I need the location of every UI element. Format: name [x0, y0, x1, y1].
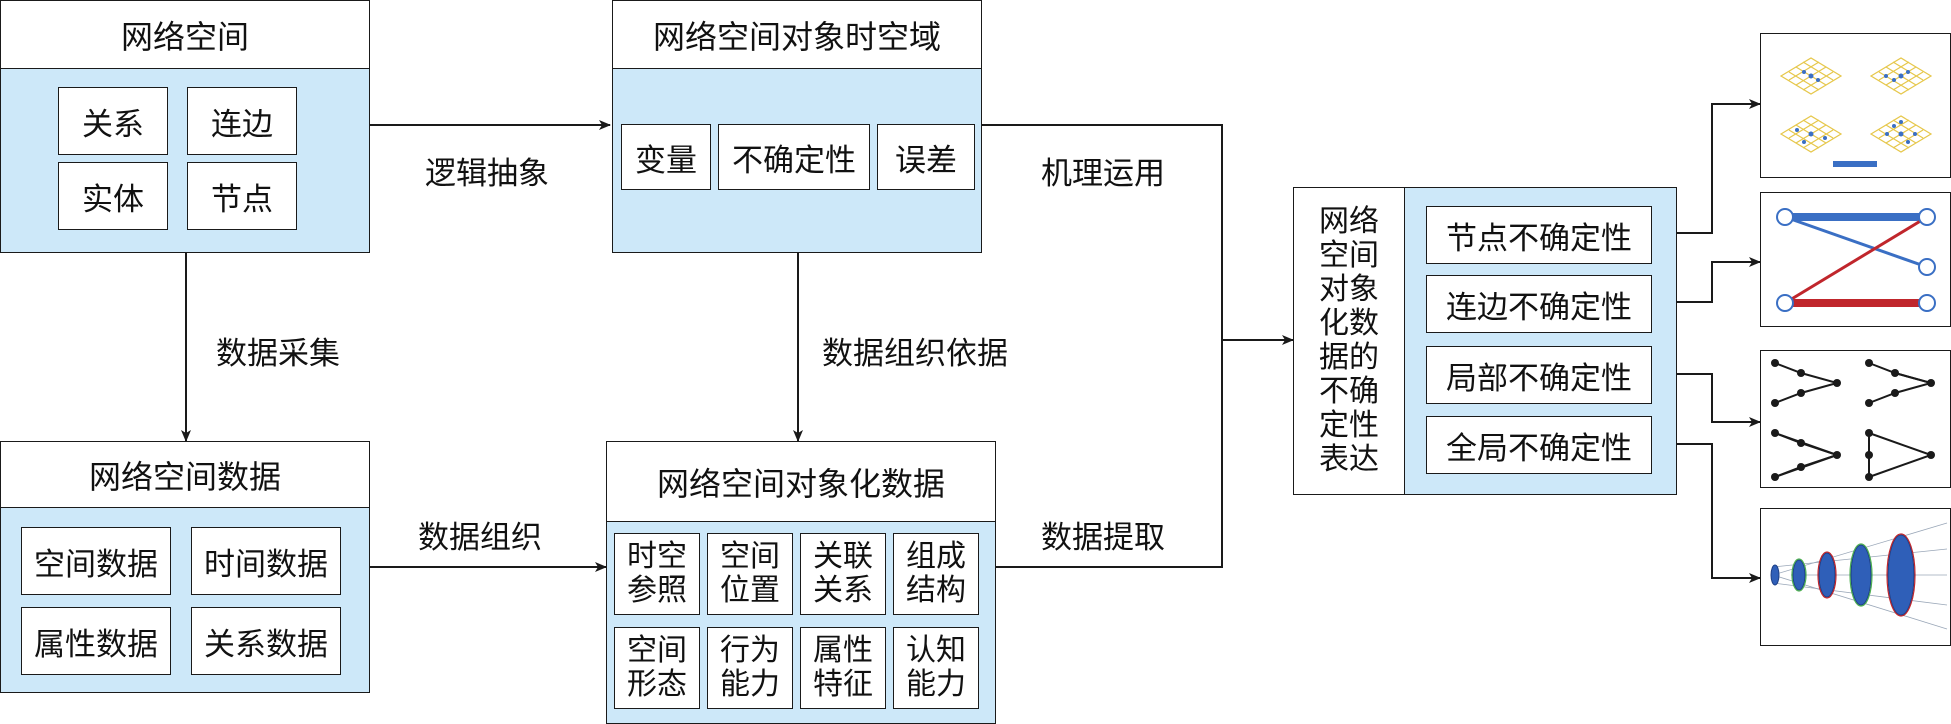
- local-uncertainty-illustration: [1760, 350, 1951, 488]
- layered-funnel-icon: [1770, 522, 1948, 630]
- cyberspace-item: 关系: [58, 87, 168, 155]
- data-item: 属性数据: [21, 607, 171, 675]
- link-uncertainty-illustration: [1760, 192, 1951, 327]
- edge-link-to-pic: [1650, 257, 1761, 303]
- spatiotemporal-domain-panel: 网络空间对象时空域 变量 不确定性 误差: [612, 0, 982, 253]
- uncertainty-title: 网络空间对象化数据的不确定性表达: [1293, 187, 1405, 495]
- objectified-item: 时空参照: [614, 533, 700, 615]
- edge-local-to-pic: [1650, 373, 1761, 427]
- edge-mechanism-application: [982, 124, 1223, 340]
- label-logical-abstraction: 逻辑抽象: [425, 156, 549, 192]
- domain-item: 误差: [877, 124, 975, 190]
- cyberspace-item: 节点: [187, 162, 297, 230]
- uncertainty-panel: 网络空间对象化数据的不确定性表达 节点不确定性 连边不确定性 局部不确定性 全局…: [1293, 187, 1677, 495]
- motif-graph-icon: [1771, 359, 1935, 481]
- label-data-collection: 数据采集: [216, 336, 340, 372]
- label-data-extraction: 数据提取: [1041, 520, 1165, 556]
- objectified-item: 认知能力: [893, 627, 979, 709]
- cyberspace-data-panel: 网络空间数据 空间数据 时间数据 属性数据 关系数据: [0, 441, 370, 693]
- cyberspace-title: 网络空间: [1, 1, 369, 69]
- uncertainty-item-global: 全局不确定性: [1426, 416, 1652, 474]
- objectified-item: 行为能力: [707, 627, 793, 709]
- uncertainty-item-node: 节点不确定性: [1426, 206, 1652, 264]
- domain-title: 网络空间对象时空域: [613, 1, 981, 69]
- label-organization-basis: 数据组织依据: [822, 336, 1008, 372]
- objectified-item: 空间形态: [614, 627, 700, 709]
- global-uncertainty-illustration: [1760, 508, 1951, 646]
- cyberspace-item: 连边: [187, 87, 297, 155]
- objectified-data-panel: 网络空间对象化数据 时空参照 空间位置 关联关系 组成结构 空间形态 行为能力 …: [606, 441, 996, 724]
- edge-node-to-pic: [1650, 99, 1761, 234]
- label-data-organization: 数据组织: [418, 520, 542, 556]
- uncertainty-item-link: 连边不确定性: [1426, 275, 1652, 333]
- edge-data-extraction: [996, 340, 1223, 568]
- cyberspace-panel: 网络空间 关系 连边 实体 节点: [0, 0, 370, 253]
- data-item: 空间数据: [21, 527, 171, 595]
- data-item: 关系数据: [191, 607, 341, 675]
- edge-global-to-pic: [1650, 443, 1761, 583]
- objectified-item: 关联关系: [800, 533, 886, 615]
- objectified-item: 属性特征: [800, 627, 886, 709]
- lattice-icon: [1779, 57, 1933, 167]
- bipartite-edges-icon: [1776, 208, 1936, 312]
- cyberspace-data-title: 网络空间数据: [1, 442, 369, 508]
- domain-item: 变量: [621, 124, 711, 190]
- data-item: 时间数据: [191, 527, 341, 595]
- objectified-data-title: 网络空间对象化数据: [607, 442, 995, 522]
- cyberspace-item: 实体: [58, 162, 168, 230]
- label-mechanism-application: 机理运用: [1041, 156, 1165, 192]
- domain-item: 不确定性: [718, 124, 870, 190]
- objectified-item: 组成结构: [893, 533, 979, 615]
- node-uncertainty-illustration: [1760, 33, 1951, 178]
- uncertainty-item-local: 局部不确定性: [1426, 346, 1652, 404]
- objectified-item: 空间位置: [707, 533, 793, 615]
